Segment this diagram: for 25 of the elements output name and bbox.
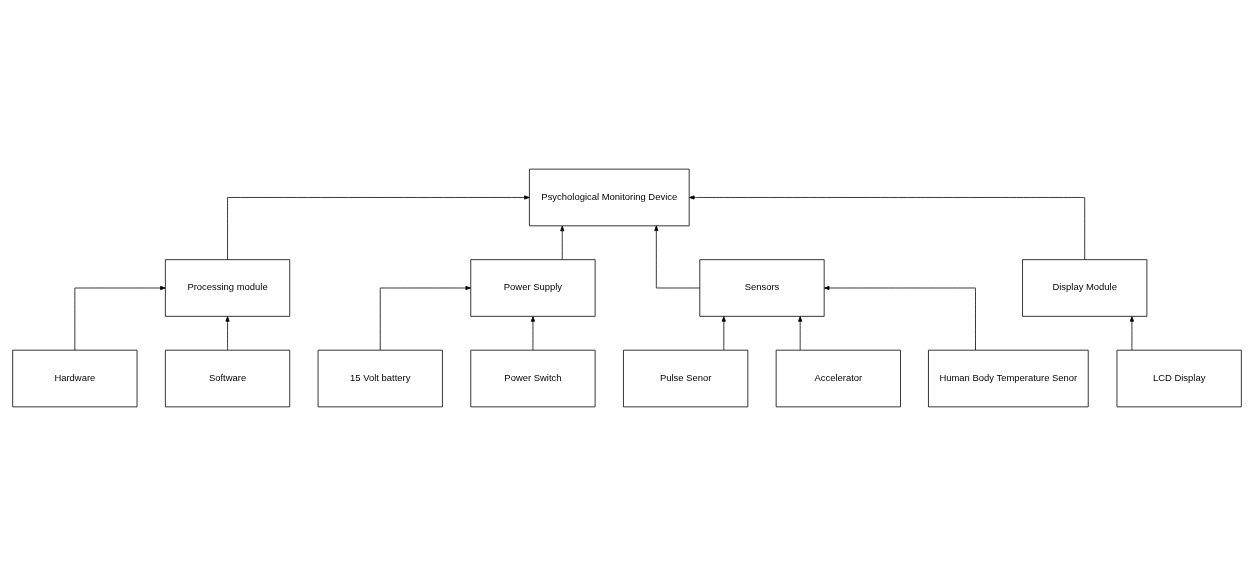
arrow (74, 285, 166, 351)
arrow (227, 194, 530, 260)
arrow (530, 315, 535, 351)
node-box: Processing module (164, 258, 291, 317)
node-box: Software (164, 349, 291, 407)
arrow (654, 224, 700, 288)
node-box: Display Module (1022, 258, 1148, 317)
node-box: Accelerator (775, 349, 901, 407)
arrow (379, 285, 471, 351)
node-box: Hardware (12, 349, 138, 407)
node-box: Human Body Temperature Senor (928, 349, 1089, 407)
node-box: Power Supply (470, 258, 596, 317)
node-box: Power Switch (470, 349, 596, 407)
arrow (689, 194, 1086, 260)
arrow (823, 285, 976, 351)
arrow (1129, 315, 1134, 351)
node-box: Sensors (699, 258, 825, 317)
node-box: 15 Volt battery (317, 349, 443, 407)
arrow (560, 225, 565, 260)
node-box: Pulse Senor (623, 349, 749, 407)
node-box: Psychological Monitoring Device (529, 168, 690, 226)
node-box: LCD Display (1116, 349, 1242, 407)
arrow (721, 315, 726, 351)
arrow (798, 315, 803, 351)
arrow (225, 315, 230, 351)
